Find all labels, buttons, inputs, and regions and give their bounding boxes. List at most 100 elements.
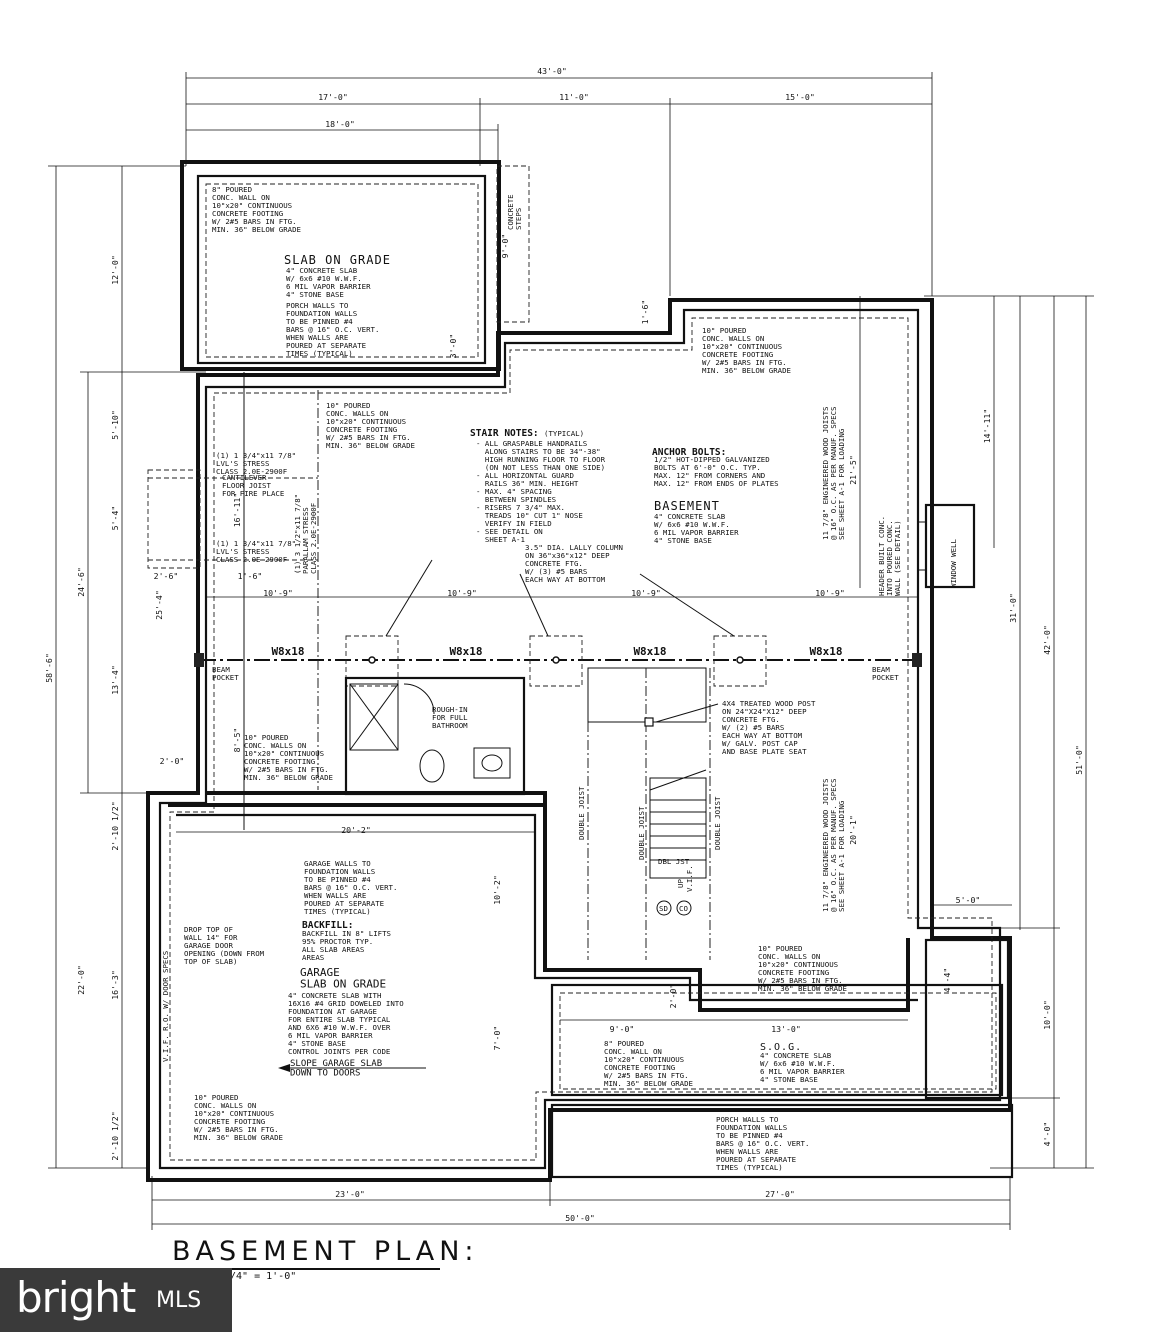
dim-left-58-6: 58'-6" xyxy=(44,653,54,683)
note-ten-poured-right-line: 10"x20" CONTINUOUS xyxy=(702,342,782,351)
note-garage-title-line: SLAB ON GRADE xyxy=(300,978,386,991)
note-rough-in-line: ROUGH-IN xyxy=(432,705,468,714)
beam-label-3: W8x18 xyxy=(633,645,666,658)
note-sog-body-line: 4" CONCRETE SLAB xyxy=(760,1051,832,1060)
note-ten-poured-bottom-line: 10"x20" CONTINUOUS xyxy=(758,960,838,969)
note-ten-poured-bottom-line: CONC. WALLS ON xyxy=(758,952,820,961)
stair-landing xyxy=(587,667,707,723)
dim-bottom-27: 27'-0" xyxy=(765,1189,795,1199)
note-lally-line: EACH WAY AT BOTTOM xyxy=(525,575,606,584)
note-lvl-2-line: LVL'S STRESS xyxy=(216,547,269,556)
note-joists-bottom-line: 11 7/8" ENGINEERED WOOD JOISTS xyxy=(821,779,830,913)
lally-column-1 xyxy=(368,656,376,664)
dim-sog-9-0: 9'-0" xyxy=(610,1024,635,1034)
shower xyxy=(349,683,399,751)
basement-to-garage-wall xyxy=(206,791,547,805)
note-stair-body: - ALL GRASPABLE HANDRAILS ALONG STAIRS T… xyxy=(476,439,606,544)
dim-right-51: 51'-0" xyxy=(1074,745,1084,775)
page-title: BASEMENT PLAN: xyxy=(172,1236,479,1267)
note-porch-walls-top-line: BARS @ 16" O.C. VERT. xyxy=(286,325,379,334)
grid-lines xyxy=(147,372,711,960)
note-porch-top-line: W/ 2#5 BARS IN FTG. xyxy=(212,217,297,226)
note-garage-body-line: AND 6X6 #10 W.W.F. OVER xyxy=(288,1023,391,1032)
note-porch-walls-top-line: FOUNDATION WALLS xyxy=(286,309,357,318)
note-eight-poured-bottom-line: CONCRETE FOOTING xyxy=(604,1063,675,1072)
double-joist-label-2: DOUBLE JOIST xyxy=(637,806,646,860)
note-porch-top-line: 10"x20" CONTINUOUS xyxy=(212,201,292,210)
note-beam-pocket-left-line: BEAM xyxy=(212,665,230,674)
logo-mls: MLS xyxy=(156,1288,202,1313)
note-porch-walls-top-line: TIMES (TYPICAL) xyxy=(286,349,353,358)
note-ten-poured-garage-line: 10"x20" CONTINUOUS xyxy=(194,1109,274,1118)
note-lvl-2-line: (1) 1 3/4"x11 7/8" xyxy=(216,539,296,548)
smoke-detector xyxy=(656,900,672,916)
window-opening xyxy=(917,521,927,571)
note-drop-top-line: GARAGE DOOR xyxy=(184,941,233,950)
dim-bottom-23: 23'-0" xyxy=(335,1189,365,1199)
dim-top-15: 15'-0" xyxy=(785,92,815,102)
note-porch-top-line: MIN. 36" BELOW GRADE xyxy=(212,225,301,234)
note-stair-body-line: SHEET A-1 xyxy=(476,535,525,544)
bright-mls-logo: bright MLS xyxy=(0,1268,232,1332)
note-rough-in-line: BATHROOM xyxy=(432,721,468,730)
up-label: UP xyxy=(676,879,685,888)
dim-bottom-50: 50'-0" xyxy=(565,1213,595,1223)
note-drop-top-line: TOP OF SLAB) xyxy=(184,957,237,966)
note-basement-body-line: 4" CONCRETE SLAB xyxy=(654,512,726,521)
note-parallam-line: (1) 3 1/2"x11 7/8" xyxy=(293,494,302,574)
note-post-line: AND BASE PLATE SEAT xyxy=(722,747,807,756)
note-anchor-body-line: MAX. 12" FROM CORNERS AND xyxy=(654,471,765,480)
note-porch-walls-bottom-line: POURED AT SEPARATE xyxy=(716,1155,796,1164)
note-ten-poured-left-2-line: W/ 2#5 BARS IN FTG. xyxy=(244,765,329,774)
anchor-bolts-title: ANCHOR BOLTS: xyxy=(652,447,726,458)
toilet xyxy=(419,749,445,783)
note-ten-poured-left-line: 10" POURED xyxy=(326,401,371,410)
note-stair-body-line: - ALL HORIZONTAL GUARD xyxy=(476,471,574,480)
slab-title: SLAB ON GRADE xyxy=(284,253,391,267)
note-joists-bottom-line: SEE SHEET A-1 FOR LOADING xyxy=(837,801,846,912)
note-ten-poured-right-line: W/ 2#5 BARS IN FTG. xyxy=(702,358,787,367)
note-beam-pocket-right-line: POCKET xyxy=(872,673,899,682)
dim-top-18: 18'-0" xyxy=(325,119,355,129)
fireplace-cantilever xyxy=(147,469,201,569)
note-eight-poured-bottom-line: CONC. WALL ON xyxy=(604,1047,662,1056)
bathroom xyxy=(344,676,526,796)
note-joists-top-line: @ 16" O.C. AS PER MANUF. SPECS xyxy=(829,407,838,541)
bathroom-door-swing xyxy=(403,683,435,715)
note-garage-body-line: FOR ENTIRE SLAB TYPICAL xyxy=(288,1015,391,1024)
note-lally-line: CONCRETE FTG. xyxy=(525,559,583,568)
note-drop-top-line: WALL 14" FOR xyxy=(184,933,238,942)
beam-label-4: W8x18 xyxy=(809,645,842,658)
plan-labels: W8x18 W8x18 W8x18 W8x18 WINDOW WELL DOUB… xyxy=(161,253,958,1062)
note-parallam-line: PARALLAM STRESS xyxy=(301,507,310,574)
note-ten-poured-bottom-line: W/ 2#5 BARS IN FTG. xyxy=(758,976,843,985)
note-ten-poured-garage-line: W/ 2#5 BARS IN FTG. xyxy=(194,1125,279,1134)
dim-2-6: 2'-6" xyxy=(154,571,179,581)
dim-1-6: 1'-6" xyxy=(238,571,263,581)
co-detector-label: CO xyxy=(679,904,688,913)
note-backfill-body-line: BACKFILL IN 8" LIFTS xyxy=(302,929,391,938)
note-slab-body-line: 4" CONCRETE SLAB xyxy=(286,266,358,275)
note-ten-poured-left-2-line: MIN. 36" BELOW GRADE xyxy=(244,773,333,782)
dimension-lines xyxy=(48,72,1094,1230)
note-slab-body-line: W/ 6x6 #10 W.W.F. xyxy=(286,274,362,283)
note-lally-line: ON 36"x36"x12" DEEP xyxy=(525,551,610,560)
beam-label-1: W8x18 xyxy=(271,645,304,658)
note-porch-top-line: CONC. WALL ON xyxy=(212,193,270,202)
scale-label: 1/4" = 1'-0" xyxy=(224,1271,297,1282)
dim-right-4-0: 4'-0" xyxy=(1042,1122,1052,1147)
note-lally-line: W/ (3) #5 BARS xyxy=(525,567,587,576)
dim-left-5-10: 5'-10" xyxy=(110,410,120,440)
note-cantilever-line: CANTILEVER xyxy=(222,473,267,482)
note-garage-walls-line: GARAGE WALLS TO xyxy=(304,859,371,868)
concrete-steps xyxy=(496,165,530,323)
dim-right-14-11: 14'-11" xyxy=(982,409,992,444)
note-garage-body-line: FOUNDATION AT GARAGE xyxy=(288,1007,377,1016)
note-slab-body-line: 6 MIL VAPOR BARRIER xyxy=(286,282,371,291)
note-ten-poured-bottom-line: 10" POURED xyxy=(758,944,803,953)
note-ten-poured-left-2-line: 10"x20" CONTINUOUS xyxy=(244,749,324,758)
